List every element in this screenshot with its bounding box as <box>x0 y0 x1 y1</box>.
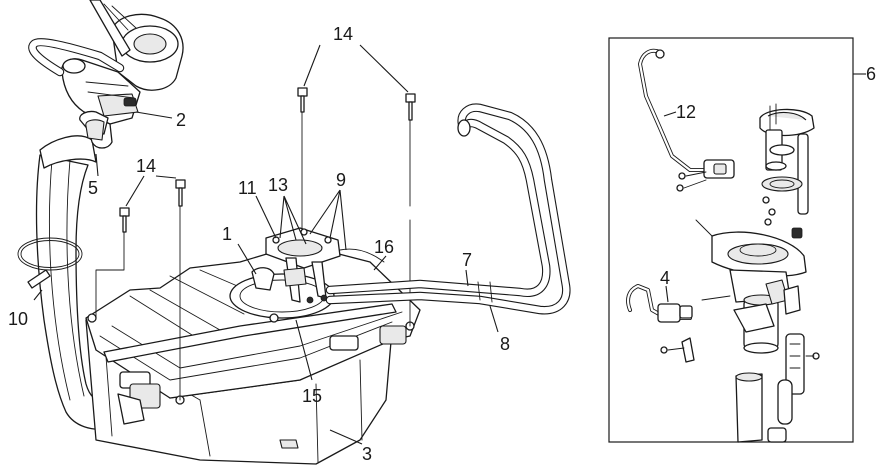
callout-14-top: 14 <box>333 24 353 44</box>
callout-9: 9 <box>336 170 346 190</box>
callout-5: 5 <box>88 178 98 198</box>
hose-clamp <box>17 237 83 289</box>
sender-wire <box>638 48 735 192</box>
fuel-hoses <box>325 103 571 315</box>
callout-15: 15 <box>302 386 322 406</box>
bolt-right-b <box>405 93 416 121</box>
callout-10: 10 <box>8 309 28 329</box>
filler-cap <box>89 0 184 91</box>
callout-3: 3 <box>362 444 372 464</box>
callout-12: 12 <box>676 102 696 122</box>
bolt-right-a <box>297 87 308 113</box>
fuel-pump <box>695 219 820 443</box>
callout-4: 4 <box>660 268 670 288</box>
callout-8: 8 <box>500 334 510 354</box>
pump-plate <box>251 227 385 304</box>
callout-1: 1 <box>222 224 232 244</box>
pump-detail-frame <box>608 37 854 443</box>
callout-11: 11 <box>238 178 257 198</box>
pump-harness <box>626 284 695 363</box>
callout-13: 13 <box>268 175 288 195</box>
bolt-left-a <box>119 207 130 233</box>
callout-7: 7 <box>462 250 472 270</box>
callout-16: 16 <box>374 237 394 257</box>
bolt-left-b <box>175 179 186 207</box>
filler-neck-assembly <box>61 58 141 149</box>
leader-lines <box>33 44 866 445</box>
tank-bolts <box>95 87 416 401</box>
callout-14-left: 14 <box>136 156 156 176</box>
callout-labels: 14 14 2 5 10 1 11 13 9 16 7 8 15 3 12 4 … <box>8 24 876 464</box>
callout-6: 6 <box>866 64 876 84</box>
callout-2: 2 <box>176 110 186 130</box>
level-sender <box>759 103 815 239</box>
